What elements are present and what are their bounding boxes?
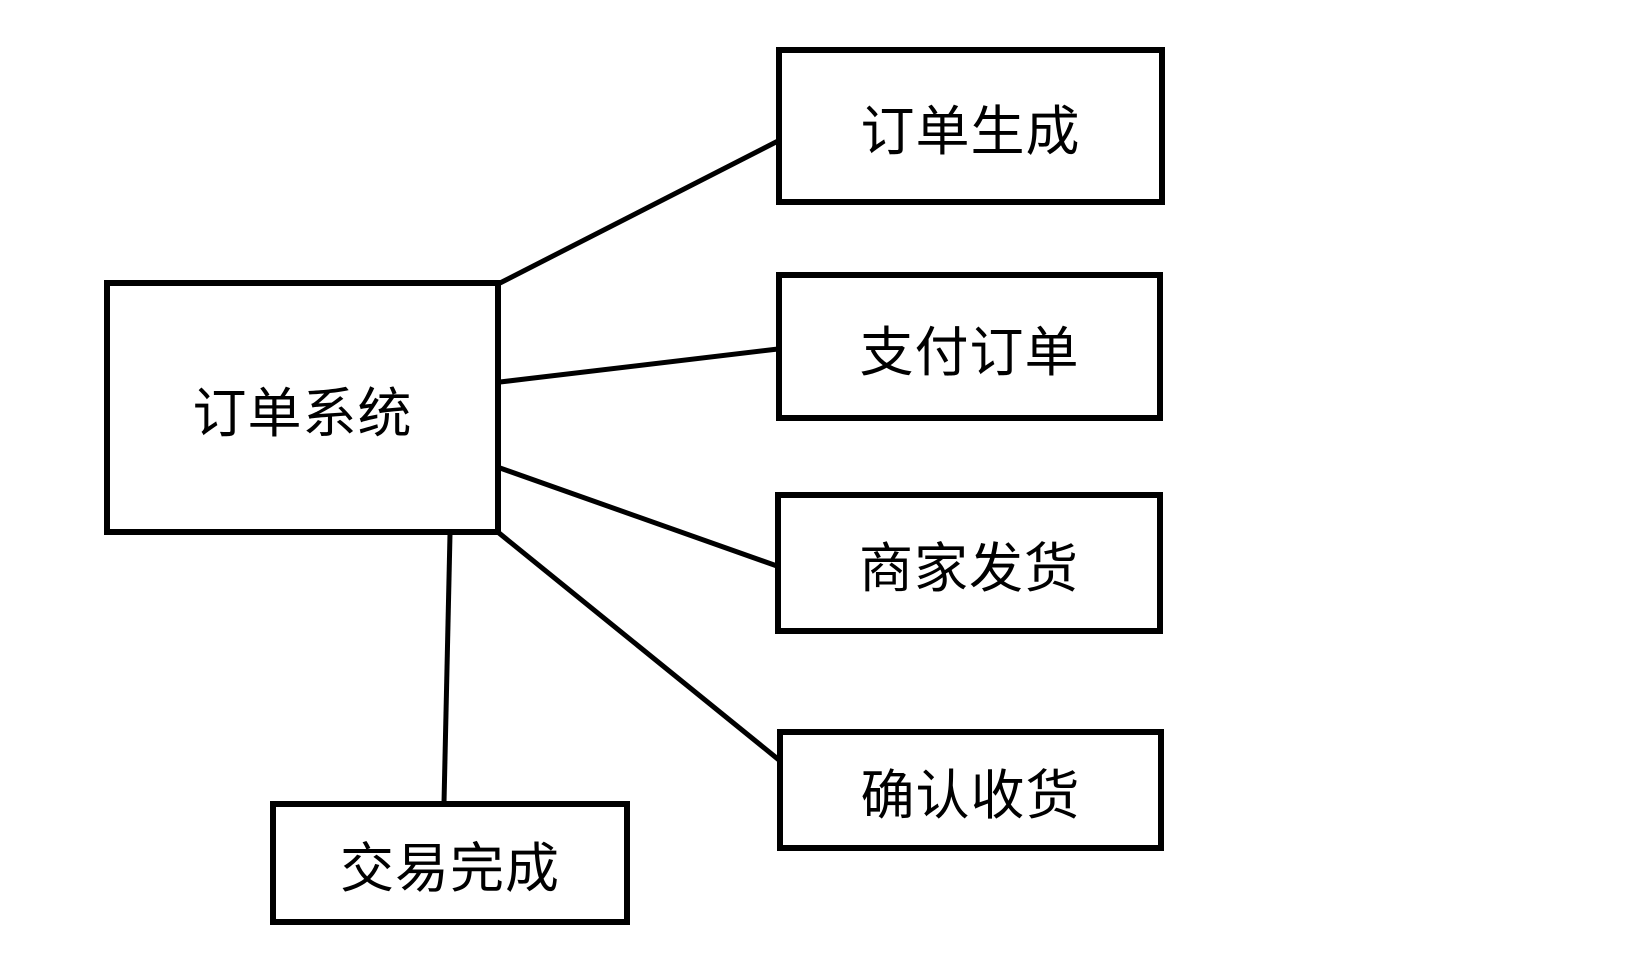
node-label: 商家发货 (859, 539, 1079, 599)
node-deal-completed[interactable]: 交易完成 (270, 801, 630, 925)
connector-order-system-to-receipt-confirmed (497, 531, 781, 762)
connector-order-system-to-merchant-shipped (499, 465, 778, 569)
node-order-paid[interactable]: 支付订单 (776, 272, 1163, 421)
node-label: 订单系统 (192, 383, 413, 444)
connector-order-system-to-order-created (498, 138, 780, 286)
node-order-created[interactable]: 订单生成 (776, 47, 1165, 205)
node-merchant-shipped[interactable]: 商家发货 (775, 492, 1163, 634)
node-label: 支付订单 (859, 322, 1080, 383)
node-label: 交易完成 (340, 839, 560, 899)
connector-order-system-to-order-paid (499, 346, 779, 385)
node-order-system[interactable]: 订单系统 (104, 280, 501, 535)
node-label: 确认收货 (860, 766, 1081, 826)
connector-order-system-to-deal-completed (441, 533, 453, 804)
node-label: 订单生成 (860, 102, 1081, 162)
node-receipt-confirmed[interactable]: 确认收货 (777, 729, 1164, 851)
